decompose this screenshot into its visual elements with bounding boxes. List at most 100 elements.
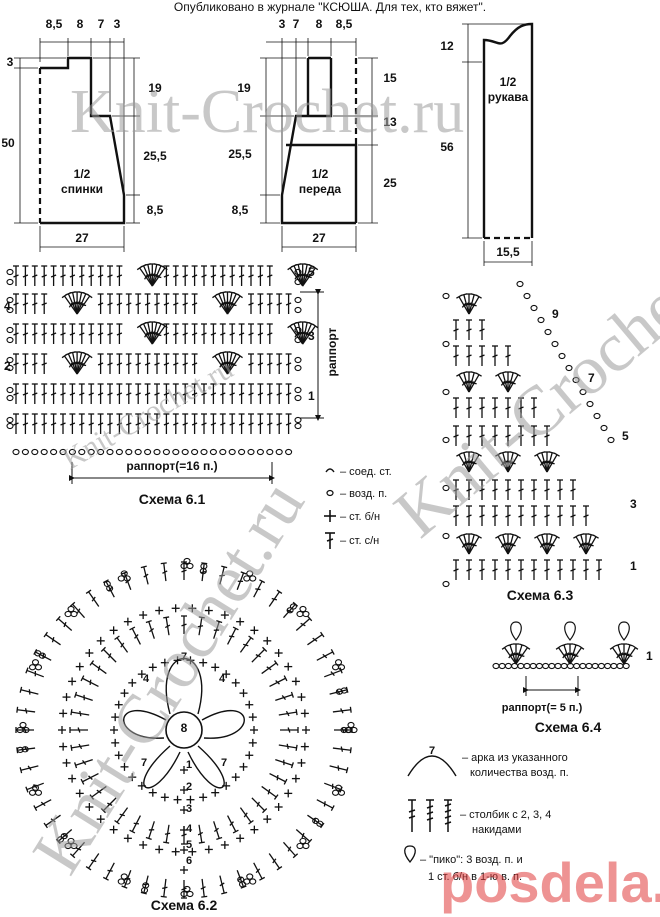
double-crochet-stitch: [479, 505, 485, 526]
chain-stitch: [246, 570, 254, 577]
chain-stitch: [186, 562, 194, 570]
double-crochet-stitch: [13, 353, 19, 374]
double-crochet-stitch: [13, 293, 19, 314]
double-crochet-stitch: [172, 323, 179, 344]
double-crochet-stitch: [623, 645, 639, 665]
double-crochet-stitch: [583, 505, 589, 526]
double-crochet-stitch: [43, 631, 61, 646]
double-crochet-stitch: [219, 383, 226, 404]
picot-stitch: [618, 621, 630, 641]
double-crochet-stitch: [329, 686, 349, 695]
double-crochet-stitch: [557, 505, 563, 526]
double-crochet-stitch: [479, 345, 485, 366]
double-crochet-stitch: [172, 353, 179, 374]
chain-stitch: [331, 789, 340, 796]
scheme-6-4-labels: 1 раппорт(= 5 п.) Схема 6.4: [502, 649, 653, 735]
chain-stitch: [334, 784, 343, 791]
front-pattern-text: 1/2 переда 3 7 8 8,5 19 25,5 8,5 15 13 2…: [228, 17, 397, 245]
chain-stitch: [256, 448, 264, 456]
double-crochet-stitch: [78, 323, 85, 344]
scheme-6-4-rapport: раппорт(= 5 п.): [502, 702, 583, 714]
double-crochet-stitch: [479, 425, 485, 446]
single-crochet-stitch: [236, 617, 245, 626]
single-crochet-stitch: [155, 606, 164, 615]
double-crochet-stitch: [88, 413, 95, 434]
chain-stitch: [186, 890, 194, 898]
single-crochet-stitch: [139, 611, 148, 620]
scheme-6-3-row-number: 5: [622, 429, 629, 443]
double-crochet-stitch: [144, 293, 151, 314]
scheme-6-2-chart: [15, 557, 358, 899]
double-crochet-stitch: [163, 824, 171, 844]
double-crochet-stitch: [197, 824, 205, 844]
double-crochet-stitch: [505, 505, 511, 526]
double-crochet-stitch: [609, 645, 625, 665]
double-crochet-stitch: [116, 323, 123, 344]
petal-arch: [165, 658, 203, 715]
chain-stitch: [442, 340, 450, 348]
chain-stitch: [296, 842, 304, 850]
double-crochet-stitch: [567, 643, 573, 664]
single-crochet-stitch: [211, 788, 220, 797]
sleeve-pattern: [462, 22, 534, 266]
front-top-dim: 8,5: [336, 17, 353, 31]
chain-stitch: [350, 726, 358, 734]
scheme-6-1-row-number: 1: [308, 389, 315, 403]
double-crochet-stitch: [546, 534, 560, 555]
single-crochet-stitch: [297, 758, 306, 767]
double-crochet-stitch: [257, 293, 264, 314]
picot-stitch: [510, 621, 522, 641]
double-crochet-stitch: [324, 667, 343, 678]
double-crochet-stitch: [229, 323, 236, 344]
double-crochet-stitch: [191, 293, 198, 314]
double-crochet-stitch: [210, 383, 217, 404]
chain-stitch: [120, 570, 128, 577]
chain-stitch: [585, 662, 593, 670]
scheme-6-1-row-number: 5: [308, 265, 315, 279]
chain-stitch: [517, 662, 525, 670]
double-crochet-stitch: [479, 559, 485, 580]
double-crochet-stitch: [41, 323, 48, 344]
double-crochet-stitch: [227, 626, 239, 645]
sleeve-label-bottom: рукава: [488, 90, 529, 104]
double-crochet-stitch: [307, 814, 325, 829]
double-crochet-stitch: [163, 323, 170, 344]
single-crochet-stitch: [263, 815, 272, 824]
scheme-6-2-row-number: 5: [186, 839, 192, 851]
double-crochet-stitch: [544, 559, 550, 580]
double-crochet-stitch: [295, 615, 313, 632]
double-crochet-stitch: [570, 505, 576, 526]
double-crochet-stitch: [97, 383, 104, 404]
legend-extra: 7 – арка из указанного количества возд. …: [404, 745, 569, 883]
back-left-dim: 3: [7, 55, 14, 69]
double-crochet-stitch: [219, 565, 228, 585]
double-crochet-stitch: [163, 413, 170, 434]
single-crochet-stitch: [139, 840, 148, 849]
chain-stitch: [238, 448, 246, 456]
double-crochet-stitch: [182, 353, 189, 374]
double-crochet-stitch: [238, 265, 245, 286]
picot-icon: [404, 845, 416, 864]
chain-stitch: [249, 878, 257, 885]
single-crochet-stitch: [291, 774, 300, 783]
posdela-watermark: posdela.ru: [440, 851, 660, 914]
double-crochet-stitch: [135, 383, 142, 404]
scheme-6-1-row-number: 3: [308, 329, 315, 343]
scheme-6-3-chart: [442, 280, 615, 588]
double-crochet-stitch: [69, 413, 76, 434]
chain-stitch: [19, 721, 27, 729]
double-crochet-stitch: [269, 675, 288, 687]
double-crochet-stitch: [191, 413, 198, 434]
scheme-6-4-title: Схема 6.4: [535, 719, 602, 735]
double-crochet-stitch: [275, 691, 294, 701]
watermark-knit-crochet-diagonal: Knit-Crochet.ru: [18, 468, 319, 886]
double-crochet-stitch: [238, 323, 245, 344]
chain-stitch: [579, 388, 587, 396]
chain-stitch: [572, 376, 580, 384]
double-crochet-icon: [325, 532, 335, 549]
double-crochet-stitch: [116, 383, 123, 404]
chain-stitch: [31, 448, 39, 456]
double-crochet-stitch: [191, 323, 198, 344]
single-crochet-stitch: [171, 847, 180, 856]
single-crochet-stitch: [199, 793, 208, 802]
